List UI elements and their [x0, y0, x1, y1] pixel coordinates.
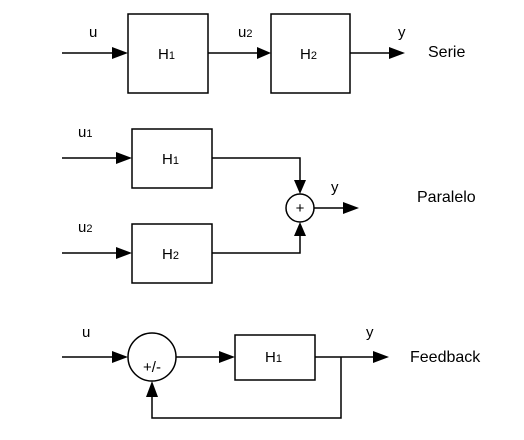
feedback-input-arrowhead [112, 351, 128, 363]
paralelo-output-label: y [331, 179, 339, 196]
serie-middle-arrowhead [257, 47, 271, 59]
feedback-loop-wire [151, 357, 342, 419]
feedback-output-arrowhead [373, 351, 389, 363]
feedback-output-label: y [366, 324, 374, 341]
paralelo-h1-to-sum-wire [212, 157, 301, 182]
serie-block-h1-label: H1 [158, 46, 175, 63]
feedback-loop-arrowhead [146, 381, 158, 397]
serie-title: Serie [428, 44, 465, 61]
paralelo-h1-arrowhead [294, 180, 306, 194]
paralelo-input1-label: u1 [78, 124, 92, 141]
paralelo-diagram: u1 H1 u2 H2 + y Paralelo [62, 124, 476, 284]
serie-block-h2-label: H2 [300, 46, 317, 63]
serie-input-arrowhead [112, 47, 128, 59]
paralelo-h2-to-sum-wire [212, 234, 301, 254]
paralelo-summing-sign: + [296, 200, 305, 217]
paralelo-output-arrowhead [343, 202, 359, 214]
feedback-block-h1 [234, 334, 316, 381]
serie-output-arrowhead [389, 47, 405, 59]
paralelo-title: Paralelo [417, 189, 476, 206]
paralelo-input1-arrowhead [116, 152, 132, 164]
feedback-summing-sign: +/- [143, 359, 161, 376]
paralelo-block-h2-label: H2 [162, 246, 179, 263]
serie-input-label: u [89, 24, 97, 41]
serie-block-h2 [270, 13, 351, 94]
feedback-h1-arrowhead [219, 351, 235, 363]
paralelo-block-h1-label: H1 [162, 151, 179, 168]
feedback-title: Feedback [410, 349, 481, 366]
feedback-diagram: u +/- H1 y Feedback [62, 324, 481, 419]
serie-middle-label: u2 [238, 24, 252, 41]
paralelo-input2-arrowhead [116, 247, 132, 259]
serie-diagram: u H1 u2 H2 y Serie [62, 13, 465, 94]
feedback-block-h1-label: H1 [265, 349, 282, 366]
paralelo-h2-arrowhead [294, 222, 306, 236]
feedback-input-label: u [82, 324, 90, 341]
serie-output-label: y [398, 24, 406, 41]
paralelo-input2-label: u2 [78, 219, 92, 236]
paralelo-block-h2 [131, 223, 213, 284]
